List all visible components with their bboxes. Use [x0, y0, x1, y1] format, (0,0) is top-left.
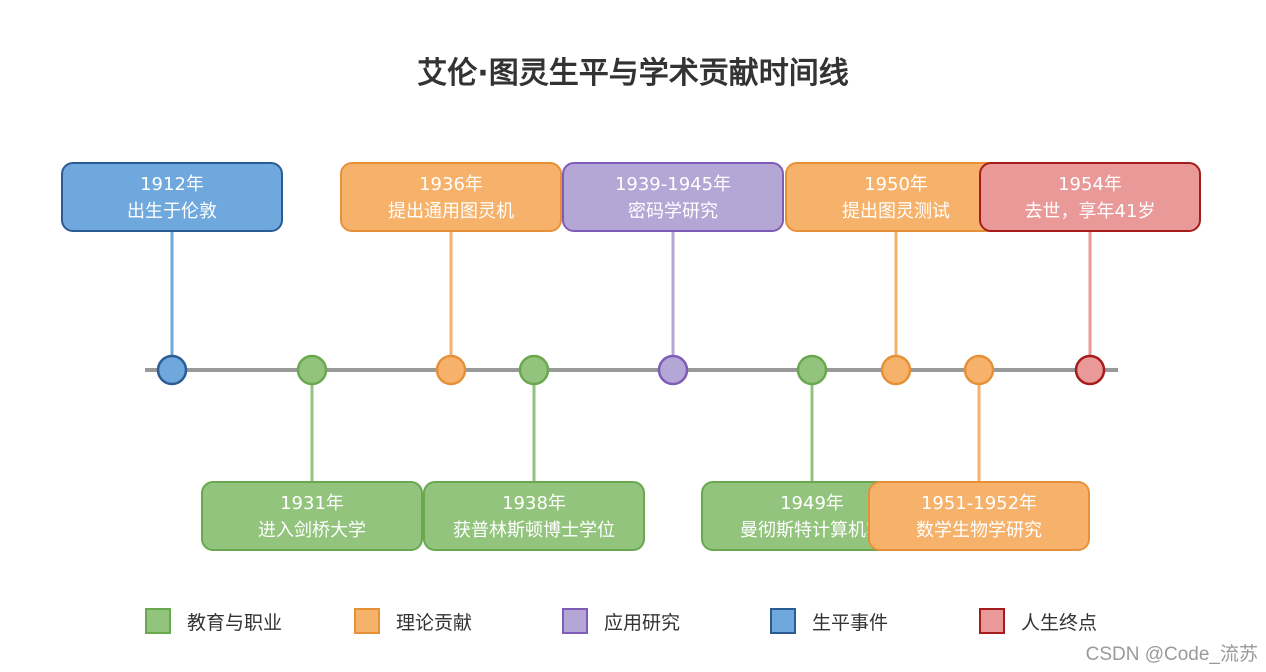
event-label: 提出通用图灵机 — [388, 201, 514, 222]
event-year: 1938年 — [502, 493, 566, 514]
event-marker — [296, 354, 328, 386]
legend-label: 理论贡献 — [396, 611, 473, 634]
event-box: 1954年去世，享年41岁 — [979, 162, 1201, 232]
event-box: 1951-1952年数学生物学研究 — [868, 481, 1090, 551]
event-label: 数学生物学研究 — [916, 520, 1042, 541]
event-box: 1936年提出通用图灵机 — [340, 162, 562, 232]
legend-swatch — [562, 608, 588, 634]
legend-label: 人生终点 — [1021, 611, 1098, 634]
event-marker — [156, 354, 188, 386]
event-label: 获普林斯顿博士学位 — [453, 520, 615, 541]
legend-label: 应用研究 — [604, 611, 681, 634]
event-year: 1951-1952年 — [920, 493, 1038, 514]
legend-item-applied: 应用研究 — [562, 605, 680, 637]
event-label: 曼彻斯特计算机实 — [740, 520, 884, 541]
event-year: 1931年 — [280, 493, 344, 514]
event-year: 1936年 — [419, 174, 483, 195]
event-marker — [963, 354, 995, 386]
legend-item-life: 生平事件 — [770, 605, 888, 637]
event-label: 密码学研究 — [628, 201, 718, 222]
event-label: 提出图灵测试 — [842, 201, 950, 222]
event-label: 出生于伦敦 — [127, 201, 217, 222]
legend-swatch — [979, 608, 1005, 634]
event-year: 1939-1945年 — [614, 174, 732, 195]
legend-item-theory: 理论贡献 — [354, 605, 472, 637]
event-marker — [518, 354, 550, 386]
chart-title: 艾伦·图灵生平与学术贡献时间线 — [417, 56, 849, 91]
event-label: 进入剑桥大学 — [258, 520, 366, 541]
event-year: 1950年 — [864, 174, 928, 195]
event-label: 去世，享年41岁 — [1024, 201, 1156, 222]
event-box: 1950年提出图灵测试 — [785, 162, 1007, 232]
legend-swatch — [770, 608, 796, 634]
legend-swatch — [145, 608, 171, 634]
event-box: 1938年获普林斯顿博士学位 — [423, 481, 645, 551]
legend: 教育与职业 理论贡献 应用研究 生平事件 人生终点 — [0, 605, 1266, 637]
event-year: 1954年 — [1058, 174, 1122, 195]
watermark: CSDN @Code_流苏 — [1085, 644, 1258, 665]
legend-swatch — [354, 608, 380, 634]
legend-label: 教育与职业 — [187, 611, 283, 634]
event-marker — [1074, 354, 1106, 386]
event-year: 1912年 — [140, 174, 204, 195]
event-marker — [657, 354, 689, 386]
legend-item-education: 教育与职业 — [145, 605, 282, 637]
event-box: 1912年出生于伦敦 — [61, 162, 283, 232]
event-year: 1949年 — [780, 493, 844, 514]
event-marker — [880, 354, 912, 386]
event-box: 1931年进入剑桥大学 — [201, 481, 423, 551]
legend-item-end: 人生终点 — [979, 605, 1097, 637]
event-box: 1939-1945年密码学研究 — [562, 162, 784, 232]
event-marker — [435, 354, 467, 386]
event-marker — [796, 354, 828, 386]
legend-label: 生平事件 — [812, 611, 889, 634]
